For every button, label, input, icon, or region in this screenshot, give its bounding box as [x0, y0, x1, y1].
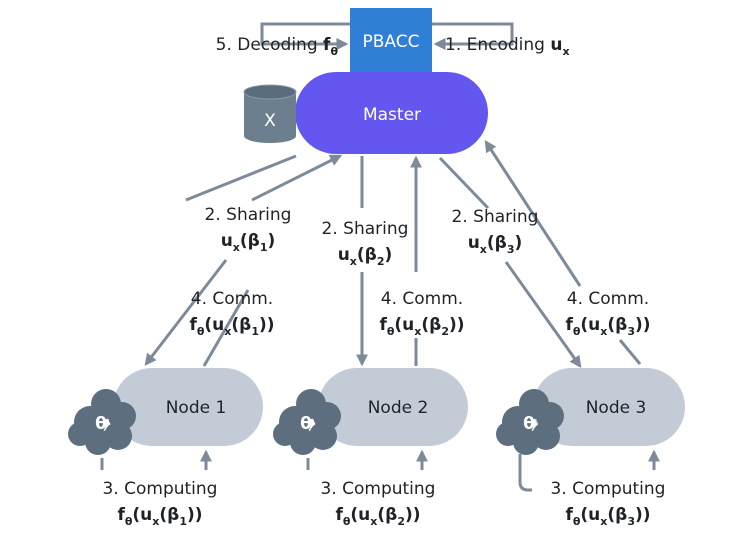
node2-sharing-title: 2. Sharing [322, 219, 409, 239]
master-label: Master [363, 105, 421, 125]
node2-theta: θ [300, 414, 312, 434]
node2-theta-cloud-icon [273, 389, 341, 455]
node3-sharing-expr: ux(β3) [468, 233, 523, 256]
node2-comm-expr: fθ(ux(β2)) [379, 315, 464, 338]
node1-comm-title: 4. Comm. [191, 289, 273, 309]
node3-comm-title: 4. Comm. [567, 289, 649, 309]
node1-sharing-title: 2. Sharing [205, 205, 292, 225]
node1-box [113, 368, 263, 446]
node3-box [533, 368, 685, 446]
node1-computing-expr: fθ(ux(β1)) [117, 505, 202, 528]
sharing-arrow-node3 [438, 156, 580, 366]
pbacc-box [350, 8, 432, 72]
comm-arrow-node3 [486, 142, 642, 365]
node3-computing-title: 3. Computing [551, 479, 666, 499]
node1-theta-cloud-icon [68, 389, 136, 455]
encoding-step-label: 1. Encoding ux [445, 35, 570, 58]
decoding-loop-arrow [260, 22, 350, 50]
node3-computing-arrow-down [518, 454, 532, 492]
encoding-loop-arrow [432, 22, 514, 50]
node3-label: Node 3 [586, 398, 647, 418]
node1-computing-title: 3. Computing [103, 479, 218, 499]
node2-computing-expr: fθ(ux(β2)) [335, 505, 420, 528]
node3-comm-expr: fθ(ux(β3)) [565, 315, 650, 338]
node2-label: Node 2 [368, 398, 429, 418]
pbacc-label: PBACC [363, 32, 420, 52]
database-icon [243, 84, 297, 143]
node1-label: Node 1 [166, 398, 227, 418]
node2-comm-title: 4. Comm. [381, 289, 463, 309]
node2-sharing-expr: ux(β2) [338, 245, 393, 268]
master-node [295, 72, 488, 154]
node3-computing-expr: fθ(ux(β3)) [565, 505, 650, 528]
node1-sharing-expr: ux(β1) [221, 231, 276, 254]
node3-theta: θ [523, 414, 535, 434]
comm-arrow-node1 [202, 156, 340, 367]
decoding-step-label: 5. Decoding fθ [216, 35, 339, 58]
database-label: X [264, 111, 276, 131]
node3-theta-cloud-icon [496, 389, 564, 455]
node3-sharing-title: 2. Sharing [452, 207, 539, 227]
node1-comm-expr: fθ(ux(β1)) [189, 315, 274, 338]
node2-computing-title: 3. Computing [321, 479, 436, 499]
sharing-arrow-node1 [146, 154, 297, 364]
node1-theta: θ [95, 414, 107, 434]
node2-box [318, 368, 468, 446]
